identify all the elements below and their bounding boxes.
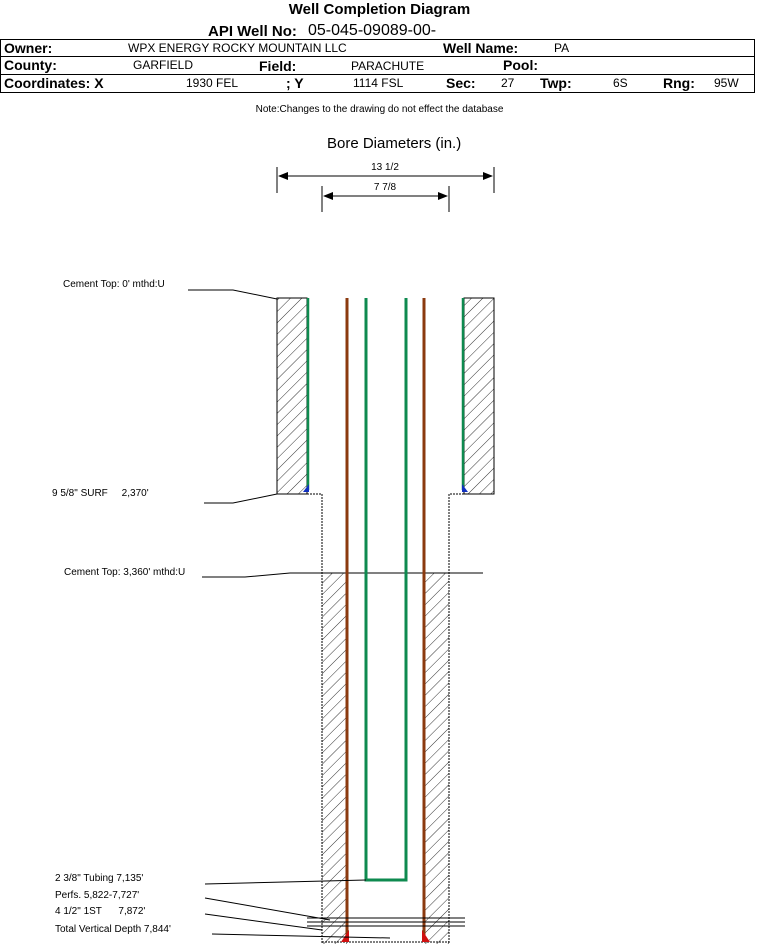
open-hole-wall	[277, 493, 494, 944]
county-label: County:	[4, 57, 57, 73]
leader-tubing	[204, 879, 367, 885]
leader-total-depth	[211, 933, 391, 939]
bore-dimension-inner	[321, 186, 450, 212]
twp-label: Twp:	[540, 75, 572, 91]
leader-perfs	[204, 897, 331, 921]
label-surface-casing: 9 5/8" SURF 2,370'	[52, 488, 149, 499]
rng-value: 95W	[714, 76, 739, 90]
tubing	[364, 298, 408, 882]
label-tubing: 2 3/8" Tubing 7,135'	[55, 873, 144, 884]
surface-shoe-right	[462, 484, 468, 492]
leader-cement-top-production	[202, 572, 291, 578]
pool-label: Pool:	[503, 57, 538, 73]
twp-value: 6S	[613, 76, 628, 90]
leader-production-casing	[204, 913, 323, 931]
database-note: Note:Changes to the drawing do not effec…	[255, 104, 504, 115]
coord-y-value: 1114 FSL	[353, 76, 404, 90]
header-row-county: County: GARFIELD Field: PARACHUTE Pool:	[0, 57, 755, 75]
bore-dimension-outer	[276, 167, 495, 193]
field-value: PARACHUTE	[351, 59, 425, 73]
perforations	[307, 917, 465, 927]
label-perfs: Perfs. 5,822-7,727'	[55, 890, 140, 901]
production-cement-left	[322, 573, 347, 944]
well-name-label: Well Name:	[443, 40, 519, 56]
surface-cement-right	[463, 297, 495, 495]
label-cement-top-surface: Cement Top: 0' mthd:U	[63, 279, 165, 290]
header-row-coordinates: Coordinates: X 1930 FEL ; Y 1114 FSL Sec…	[0, 75, 755, 93]
surface-shoe-left	[303, 484, 309, 492]
production-cement-right	[424, 573, 449, 944]
api-value: 05-045-09089-00-	[308, 22, 437, 39]
coord-x-label: Coordinates: X	[4, 75, 104, 91]
header-row-owner: Owner: WPX ENERGY ROCKY MOUNTAIN LLC Wel…	[0, 39, 755, 57]
leader-surface-casing	[204, 493, 278, 504]
leader-cement-top-surface	[188, 289, 278, 300]
api-label: API Well No:	[208, 23, 297, 40]
label-production-casing: 4 1/2" 1ST 7,872'	[55, 906, 146, 917]
coord-x-value: 1930 FEL	[186, 76, 239, 90]
label-cement-top-production: Cement Top: 3,360' mthd:U	[64, 567, 186, 578]
sec-value: 27	[501, 76, 515, 90]
sec-label: Sec:	[446, 75, 476, 91]
bore-diameters-title: Bore Diameters (in.)	[327, 135, 462, 152]
owner-label: Owner:	[4, 40, 53, 56]
well-name-value: PA	[554, 41, 570, 55]
bore-outer-label: 13 1/2	[371, 162, 399, 173]
surface-cement-left	[276, 297, 308, 495]
coord-y-label: ; Y	[286, 75, 304, 91]
production-shoe-right	[422, 930, 430, 942]
diagram-title: Well Completion Diagram	[288, 1, 471, 18]
production-shoe-left	[341, 930, 349, 942]
owner-value: WPX ENERGY ROCKY MOUNTAIN LLC	[128, 41, 347, 55]
rng-label: Rng:	[663, 75, 695, 91]
label-total-depth: Total Vertical Depth 7,844'	[55, 924, 171, 935]
county-value: GARFIELD	[133, 58, 194, 72]
field-label: Field:	[259, 58, 297, 74]
bore-inner-label: 7 7/8	[373, 182, 397, 193]
header-row-api: API Well No: 05-045-09089-00-	[0, 22, 755, 41]
